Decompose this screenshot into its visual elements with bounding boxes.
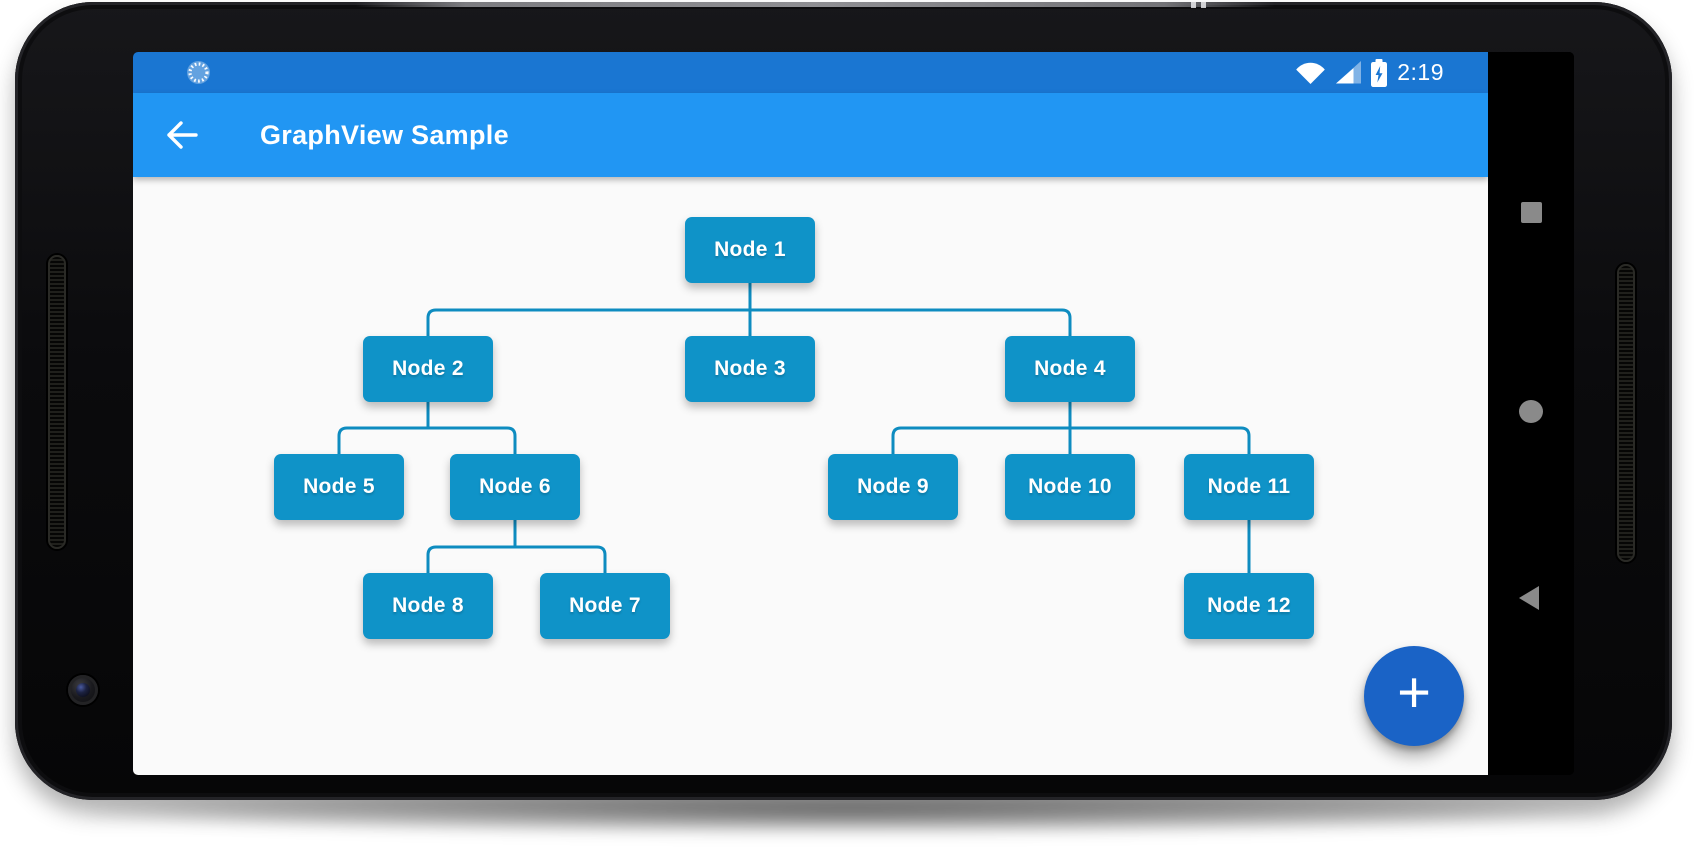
home-circle-icon[interactable] <box>1519 400 1543 423</box>
back-triangle-icon[interactable] <box>1519 586 1539 610</box>
spinner-notification-icon <box>187 61 210 84</box>
arrow-left-icon <box>167 121 198 149</box>
status-bar: 2:19 <box>133 52 1488 93</box>
status-icons-cluster: 2:19 <box>1295 52 1444 93</box>
speaker-grille-right <box>1617 264 1635 562</box>
navigation-bar <box>1488 52 1574 775</box>
graph-node-n7[interactable]: Node 7 <box>540 573 670 639</box>
page-title: GraphView Sample <box>260 119 509 150</box>
phone-frame: 2:19 GraphView Sample + Node 1 Node 2 Node… <box>15 2 1672 800</box>
recents-square-icon[interactable] <box>1521 202 1542 223</box>
power-button-seam <box>1191 2 1196 8</box>
graph-node-n9[interactable]: Node 9 <box>828 454 958 520</box>
graph-node-n2[interactable]: Node 2 <box>363 336 493 402</box>
graph-node-n1[interactable]: Node 1 <box>685 217 815 283</box>
graph-node-n4[interactable]: Node 4 <box>1005 336 1135 402</box>
graph-edge <box>337 426 517 454</box>
graph-node-n6[interactable]: Node 6 <box>450 454 580 520</box>
phone-screen: 2:19 GraphView Sample + Node 1 Node 2 Node… <box>133 52 1574 775</box>
front-camera <box>68 675 98 705</box>
back-button[interactable] <box>166 119 198 151</box>
app-bar: GraphView Sample <box>133 93 1488 177</box>
graph-node-n3[interactable]: Node 3 <box>685 336 815 402</box>
power-button-seam <box>1201 2 1206 8</box>
cellular-signal-icon <box>1336 61 1362 84</box>
graph-node-n8[interactable]: Node 8 <box>363 573 493 639</box>
graph-edge <box>426 545 607 573</box>
status-time: 2:19 <box>1397 59 1444 85</box>
battery-charging-icon <box>1371 58 1388 87</box>
add-node-fab[interactable]: + <box>1364 646 1464 746</box>
graph-node-n11[interactable]: Node 11 <box>1184 454 1314 520</box>
graph-edges <box>337 283 1251 573</box>
wifi-icon <box>1296 62 1326 84</box>
graph-node-n5[interactable]: Node 5 <box>274 454 404 520</box>
graph-node-n12[interactable]: Node 12 <box>1184 573 1314 639</box>
graph-canvas: + Node 1 Node 2 Node 3 Node 4 Node 5 Node 6 No… <box>133 177 1488 775</box>
speaker-grille-left <box>48 255 66 549</box>
phone-top-rim <box>355 2 1275 7</box>
graph-node-n10[interactable]: Node 10 <box>1005 454 1135 520</box>
